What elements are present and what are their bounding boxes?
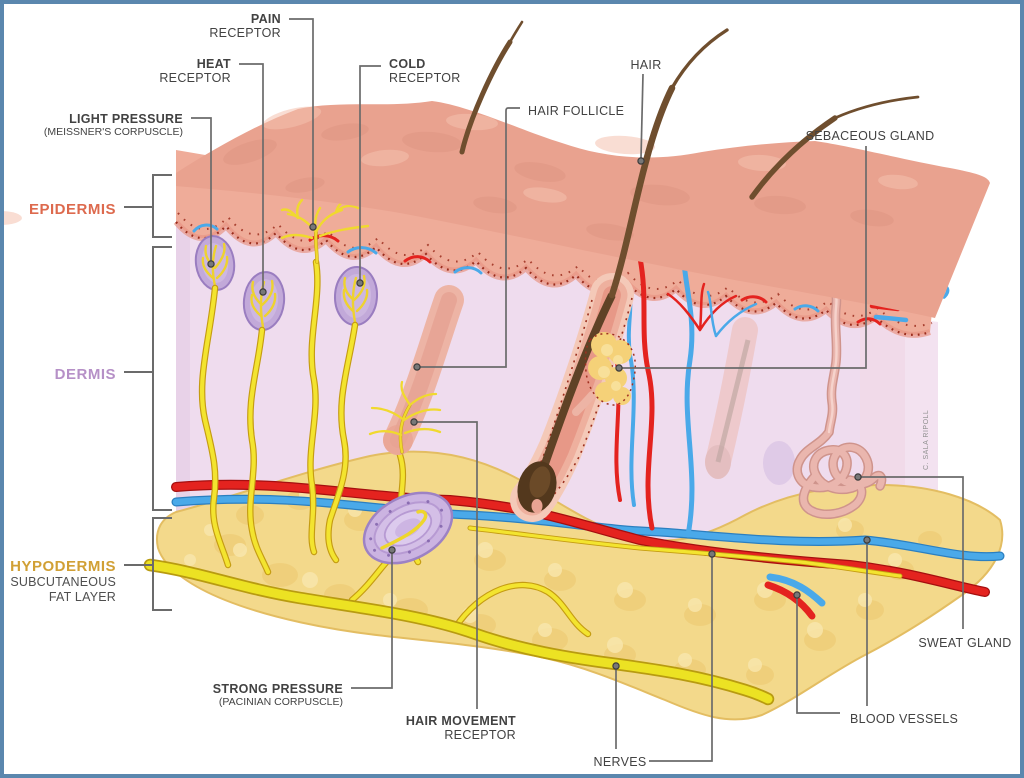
label-epidermis-text: EPIDERMIS [28,201,116,218]
label-hair-movement: HAIR MOVEMENT RECEPTOR [406,714,516,742]
hair-left [459,39,513,155]
hair-movement-receptor [368,380,442,454]
label-sweat-gland: SWEAT GLAND [905,636,1020,650]
bracket-dermis [124,246,172,511]
label-hypodermis-sub1: SUBCUTANEOUS [10,575,116,589]
label-dermis-text: DERMIS [54,366,116,383]
sebaceous-gland [572,332,636,416]
label-nerves-line1: NERVES [593,755,647,769]
background-faded-structures [705,317,795,485]
label-layer-hypodermis: HYPODERMIS SUBCUTANEOUS FAT LAYER [10,559,116,605]
label-hair-follicle-line1: HAIR FOLLICLE [528,104,625,118]
leader-hair-follicle [420,107,520,368]
leader-pain [289,18,314,224]
label-hair-movement-line2: RECEPTOR [444,728,516,742]
hypodermis-layer [156,450,1004,721]
label-layer-epidermis: EPIDERMIS [29,202,116,218]
vein-cut-end [766,573,826,607]
label-pain-receptor: PAIN RECEPTOR [209,12,281,40]
label-hair-follicle: HAIR FOLLICLE [528,104,624,118]
label-hypodermis-sub2: FAT LAYER [48,590,116,604]
layer-brackets [124,174,172,611]
artery-cut-end [764,581,816,620]
label-strong-pressure-line1: STRONG PRESSURE [212,682,343,696]
label-hypodermis-text: HYPODERMIS [10,558,116,575]
leader-nerves-2 [649,557,713,762]
label-heat-line1: HEAT [196,57,231,71]
label-sebaceous-gland-line1: SEBACEOUS GLAND [805,129,935,143]
leader-hair-movement [417,421,478,709]
label-pain-line2: RECEPTOR [209,26,281,40]
vein-riser [681,259,695,538]
label-sebaceous-gland: SEBACEOUS GLAND [800,129,940,143]
label-blood-vessels-line1: BLOOD VESSELS [850,712,959,726]
label-heat-receptor: HEAT RECEPTOR [159,57,231,85]
label-pain-line1: PAIN [250,12,281,26]
label-sweat-gland-line1: SWEAT GLAND [918,636,1012,650]
vein-blue [172,496,1004,560]
meissner-corpuscles [194,235,379,331]
label-cold-line2: RECEPTOR [389,71,461,85]
bracket-hypodermis [124,517,172,611]
epidermis-dotted-border [175,221,931,336]
hairs [459,20,920,299]
label-heat-line2: RECEPTOR [159,71,231,85]
leader-dots [207,157,871,670]
label-light-pressure: LIGHT PRESSURE (MEISSNER'S CORPUSCLE) [44,112,183,139]
hair-follicle-central [510,273,634,522]
hair-central [608,84,676,299]
label-cold-receptor: COLD RECEPTOR [389,57,461,85]
label-nerves: NERVES [570,755,670,769]
leader-sweat [861,476,964,629]
label-strong-pressure-line2: (PACINIAN CORPUSCLE) [218,696,343,708]
leader-blood-1 [796,598,840,714]
hair-right [749,115,838,200]
bracket-epidermis [124,174,172,238]
leader-light-pressure [191,117,212,261]
label-cold-line1: COLD [389,57,426,71]
label-hair-movement-line1: HAIR MOVEMENT [405,714,516,728]
leader-lines [191,18,964,762]
leader-heat [239,63,264,289]
artist-credit: C. SALA RIPOLL [923,410,930,470]
leader-hair [640,73,644,159]
label-light-pressure-line2: (MEISSNER'S CORPUSCLE) [43,126,183,138]
label-strong-pressure: STRONG PRESSURE (PACINIAN CORPUSCLE) [213,682,343,709]
leader-strong-pressure [351,553,393,689]
artery-riser [637,255,655,531]
label-layer-dermis: DERMIS [55,367,116,383]
label-blood-vessels: BLOOD VESSELS [850,712,958,726]
hair-shaft-inner [533,293,616,489]
pacinian-corpuscle [362,491,454,565]
label-hair: HAIR [604,58,688,72]
leader-cold [359,65,381,280]
leader-sebaceous [622,146,867,369]
label-light-pressure-line1: LIGHT PRESSURE [69,112,183,126]
label-hair-line1: HAIR [630,58,662,72]
pain-receptor [280,196,370,264]
